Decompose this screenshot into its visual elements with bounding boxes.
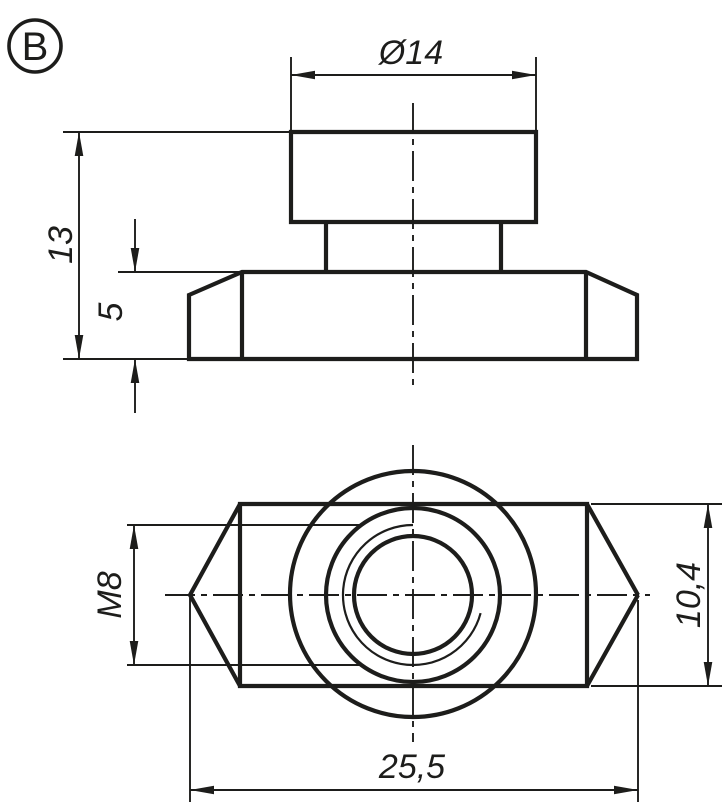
dim-thread-text: M8 (91, 571, 129, 618)
dim-base-height-text: 5 (92, 302, 130, 321)
extension-lines (63, 131, 289, 360)
arrowhead (74, 132, 84, 156)
dim-length-text: 25,5 (378, 748, 445, 786)
neck-outline (323, 222, 504, 272)
base-chamfer-edges (239, 272, 589, 359)
end-chamfer-edges (188, 502, 640, 688)
side-view: Ø14 13 5 (42, 34, 640, 413)
plan-view-outline (188, 468, 640, 720)
extension-lines (189, 598, 639, 802)
dim-total-height: 13 (42, 131, 289, 360)
view-label-text: B (22, 25, 49, 69)
arrowhead (74, 335, 84, 359)
dim-total-height-text: 13 (42, 226, 80, 264)
dim-slot-width: 10,4 (591, 503, 722, 687)
extension-lines (127, 524, 362, 666)
dim-base-height: 5 (92, 219, 244, 413)
dim-length: 25,5 (189, 598, 639, 802)
arrowhead (130, 248, 140, 272)
dim-thread: M8 (91, 524, 362, 666)
arrowhead (129, 641, 139, 665)
arrowhead (614, 785, 638, 795)
extension-lines (290, 57, 537, 131)
view-label: B (7, 18, 63, 74)
arrowhead (703, 662, 713, 686)
extension-lines (591, 503, 722, 687)
head-outline (288, 129, 539, 225)
dim-head-diameter: Ø14 (290, 34, 537, 131)
view-label-circle (7, 18, 63, 74)
arrowhead (129, 525, 139, 549)
dim-slot-width-text: 10,4 (670, 562, 708, 628)
arrowhead (512, 70, 536, 80)
arrowhead (291, 70, 315, 80)
arrowhead (130, 359, 140, 383)
arrowhead (190, 785, 214, 795)
arrowhead (703, 504, 713, 528)
dim-head-diameter-text: Ø14 (378, 34, 443, 72)
plan-view: M8 10,4 25,5 (91, 445, 722, 802)
thread-major-arc (341, 523, 482, 667)
